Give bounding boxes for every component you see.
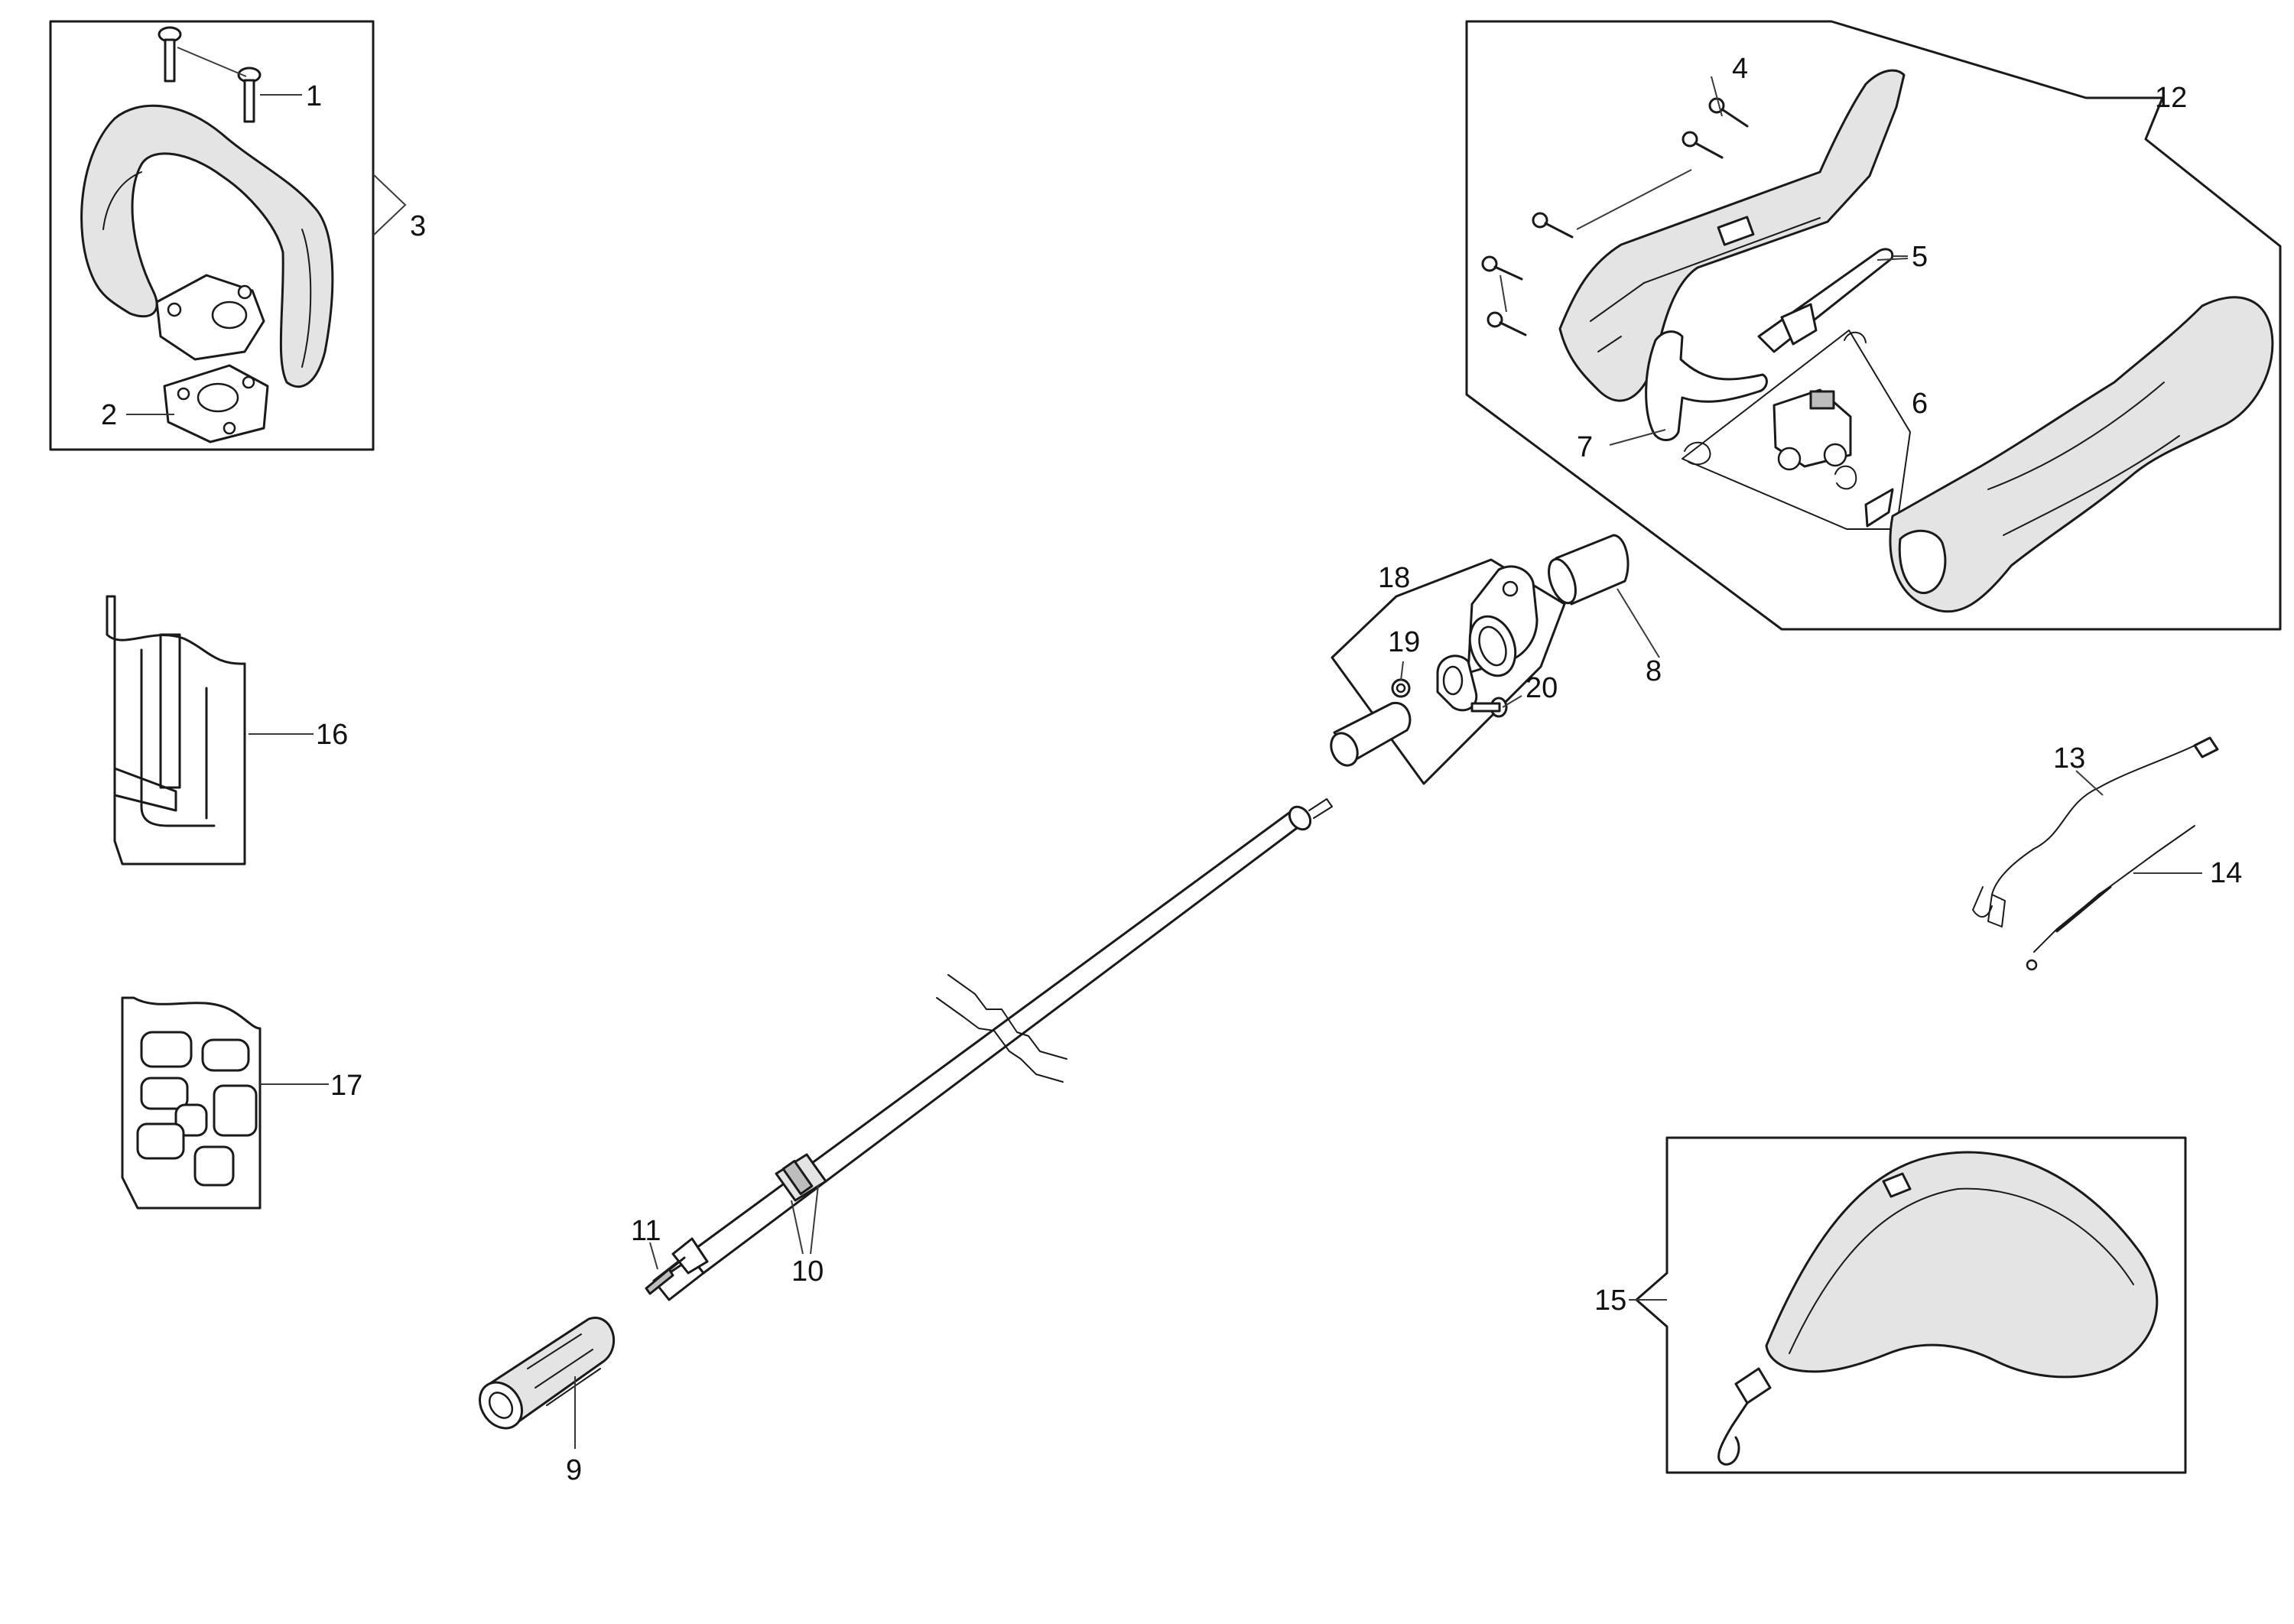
- callout-10: 10: [791, 1255, 824, 1288]
- main-shaft: [478, 798, 1333, 1449]
- loop-handle-group: [49, 20, 407, 451]
- callout-8: 8: [1646, 655, 1662, 687]
- drive-shaft-end: [645, 1268, 674, 1295]
- callout-1: 1: [306, 80, 322, 112]
- housing-screw: [1487, 311, 1527, 336]
- lockout-lever: [1757, 248, 1894, 353]
- callout-12: 12: [2155, 82, 2187, 114]
- housing-screw: [1708, 97, 1749, 128]
- callout-14: 14: [2210, 857, 2242, 889]
- callout-15: 15: [1594, 1285, 1626, 1317]
- callout-9: 9: [566, 1454, 582, 1486]
- handle-clamp-upper: [155, 274, 265, 361]
- clamp-assembly-frame: [1331, 558, 1566, 785]
- rear-handle-frame: [1465, 20, 2282, 631]
- foam-grip: [478, 1317, 616, 1430]
- callout-11: 11: [631, 1215, 661, 1247]
- throttle-trigger: [1645, 330, 1768, 441]
- loop-handle: [80, 104, 334, 388]
- clamp-assembly-group: [1330, 534, 1660, 785]
- screw-bolt: [158, 26, 182, 83]
- hex-key-label: [106, 595, 246, 866]
- hex-key-group: [106, 595, 314, 866]
- callout-17: 17: [330, 1070, 362, 1102]
- callout-6: 6: [1912, 388, 1928, 420]
- callout-16: 16: [316, 719, 348, 751]
- callout-labels: 1 2 3 4 5 6 7 8 9 10 11 12 13 14 15 16 1…: [101, 53, 2242, 1486]
- callout-20: 20: [1526, 672, 1558, 704]
- screw-bolt: [237, 67, 262, 123]
- label-sheet-group: [121, 996, 329, 1210]
- shoulder-strap: [1765, 1151, 2159, 1379]
- switch-subframe: [1682, 330, 1911, 530]
- callout-3: 3: [410, 210, 426, 242]
- housing-screw: [1682, 131, 1724, 159]
- clamp-bolt: [1470, 697, 1508, 718]
- callout-7: 7: [1577, 431, 1593, 463]
- shaft-break-symbol: [947, 974, 1067, 1060]
- callout-13: 13: [2053, 742, 2085, 775]
- callout-2: 2: [101, 399, 117, 431]
- rear-handle-group: [1465, 20, 2282, 631]
- shaft-bearing: [775, 1153, 827, 1202]
- shoulder-strap-group: [1629, 1136, 2187, 1474]
- callout-4: 4: [1732, 53, 1748, 85]
- throttle-cable: [2026, 825, 2202, 971]
- rear-grip-body: [1889, 296, 2274, 613]
- callout-19: 19: [1388, 626, 1420, 658]
- callout-18: 18: [1378, 562, 1410, 594]
- wire-harness: [1972, 736, 2219, 927]
- strap-buckle: [1734, 1367, 1772, 1405]
- housing-screw: [1532, 212, 1574, 239]
- callout-5: 5: [1912, 241, 1928, 273]
- housing-screw: [1481, 255, 1523, 281]
- shoulder-strap-frame: [1635, 1136, 2187, 1474]
